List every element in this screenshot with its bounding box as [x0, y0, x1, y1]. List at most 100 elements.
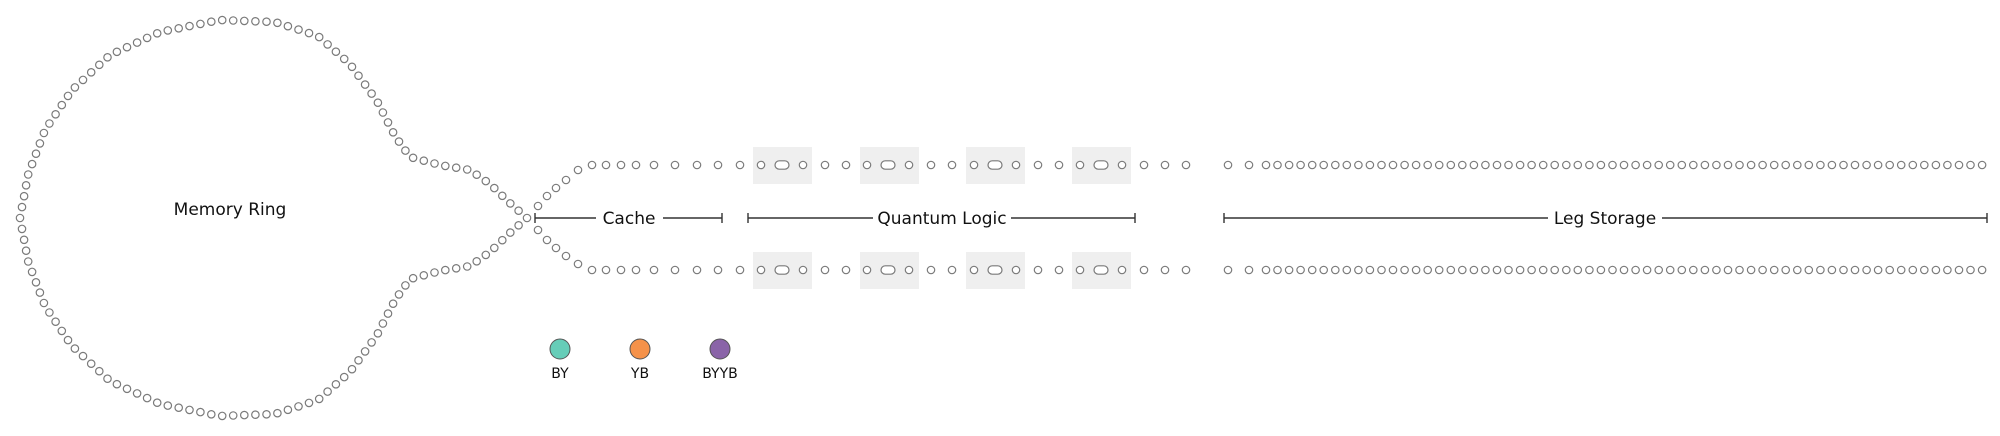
memory-ring-site — [373, 328, 383, 338]
memory-ring-site — [323, 40, 332, 49]
memory-ring-site — [497, 235, 507, 245]
logic-site-bottom — [756, 265, 766, 275]
memory-ring-site — [408, 273, 418, 283]
logic-site-top — [798, 160, 808, 170]
logic-tail-site-bottom — [1160, 265, 1170, 275]
memory-ring-site — [57, 100, 67, 110]
logic-site-top — [1075, 160, 1085, 170]
leg-storage-site-top — [1585, 160, 1594, 170]
cache-site-top — [735, 160, 745, 170]
leg-storage-site-top — [1458, 160, 1467, 170]
quantum-logic-label: Quantum Logic — [877, 209, 1006, 229]
logic-site-top — [862, 160, 872, 170]
memory-ring-site — [383, 309, 393, 318]
memory-ring-site — [378, 319, 388, 328]
leg-storage-site-top — [1515, 160, 1525, 170]
leg-storage-site-bottom — [1365, 265, 1375, 275]
leg-storage-site-top — [1712, 160, 1721, 170]
memory-ring-site — [142, 393, 152, 403]
memory-ring-site — [132, 389, 142, 398]
logic-site-top — [1033, 160, 1043, 170]
leg-storage-site-bottom — [1331, 265, 1340, 275]
legend-item-yb: YB — [629, 338, 651, 382]
logic-site-bottom — [1117, 265, 1127, 275]
logic-site-top — [926, 160, 936, 170]
leg-storage-site-top — [1504, 160, 1513, 170]
leg-storage-site-bottom — [1284, 265, 1294, 275]
leg-storage-site-top — [1273, 160, 1282, 170]
memory-ring-site — [394, 290, 404, 299]
memory-ring-site — [522, 213, 532, 223]
junction-arm-site — [573, 165, 583, 175]
memory-ring-site — [19, 191, 29, 201]
leg-storage-bracket — [1223, 213, 1988, 223]
memory-ring-site — [51, 110, 60, 119]
memory-ring-label: Memory Ring — [174, 200, 287, 220]
leg-storage-site-top — [1769, 160, 1779, 170]
memory-ring-site — [21, 246, 31, 256]
leg-storage-site-bottom — [1377, 265, 1386, 275]
memory-ring-site — [430, 159, 439, 168]
leg-storage-label: Leg Storage — [1554, 209, 1656, 229]
leg-storage-site-bottom — [1608, 265, 1617, 275]
legend-swatch-byyb — [709, 338, 731, 360]
leg-storage-site-top — [1816, 160, 1825, 170]
leg-storage-site-top — [1885, 160, 1895, 170]
leg-storage-site-bottom — [1712, 265, 1721, 275]
cache-bracket — [534, 213, 723, 223]
memory-ring-site — [497, 191, 507, 201]
leg-storage-site-bottom — [1619, 265, 1629, 275]
legend-label-yb: YB — [630, 366, 649, 382]
leg-storage-site-top — [1631, 160, 1640, 170]
leg-storage-site-bottom — [1504, 265, 1513, 275]
junction-arm-site — [542, 235, 552, 245]
memory-ring-site — [367, 89, 376, 98]
leg-storage-site-bottom — [1654, 265, 1664, 275]
legend-item-byyb: BYYB — [702, 338, 738, 382]
memory-ring-site — [45, 119, 54, 128]
memory-ring-site — [63, 335, 73, 345]
memory-ring-site — [339, 372, 349, 382]
leg-storage-site-top — [1608, 160, 1617, 170]
memory-ring-site — [152, 28, 162, 38]
leg-storage-site-bottom — [1631, 265, 1640, 275]
leg-storage-site-top — [1654, 160, 1664, 170]
memory-ring-site — [112, 47, 122, 57]
leg-storage-site-top — [1850, 160, 1860, 170]
cache-site-bottom — [631, 265, 641, 275]
memory-ring-site — [419, 156, 429, 166]
leg-storage-site-top — [1354, 160, 1363, 170]
cache-site-bottom — [616, 265, 626, 275]
logic-site-top — [1117, 160, 1127, 170]
memory-ring-site — [462, 165, 472, 174]
memory-ring-site — [440, 265, 450, 275]
memory-ring-site — [339, 54, 349, 64]
leg-storage-site-top — [1377, 160, 1386, 170]
leg-storage-site-top — [1931, 160, 1941, 170]
memory-ring-site — [23, 170, 33, 179]
memory-ring-site — [78, 351, 88, 361]
cache-site-bottom — [670, 265, 680, 275]
junction-arm-site — [573, 259, 583, 269]
leg-storage-site-bottom — [1296, 265, 1305, 275]
memory-ring-site — [294, 25, 303, 34]
cache-site-bottom — [601, 265, 611, 275]
memory-ring-site — [273, 408, 282, 418]
logic-tail-site-top — [1181, 160, 1191, 170]
leg-storage-site-bottom — [1827, 265, 1837, 275]
memory-ring-site — [27, 267, 37, 277]
memory-ring-site — [373, 98, 383, 108]
memory-ring-site — [430, 268, 439, 277]
memory-ring-site — [304, 28, 314, 38]
leg-storage-site-top — [1723, 160, 1733, 170]
memory-ring-site — [122, 42, 132, 52]
memory-ring-site — [217, 15, 227, 25]
memory-ring-site — [86, 359, 96, 369]
memory-ring-site — [217, 411, 227, 421]
ion-pair-top — [880, 160, 896, 170]
memory-ring-site — [19, 235, 29, 245]
logic-site-bottom — [1054, 265, 1064, 275]
memory-ring-site — [63, 91, 73, 101]
leg-storage-site-top — [1596, 160, 1606, 170]
memory-ring-site — [95, 366, 104, 376]
